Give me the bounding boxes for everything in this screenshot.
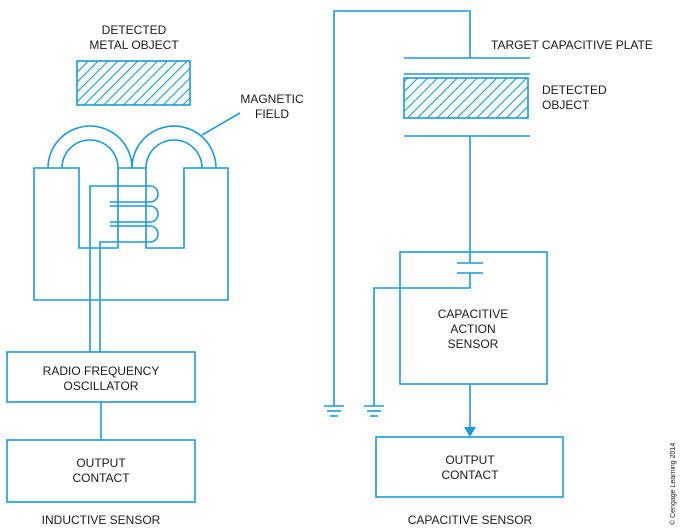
inductive-core: [33, 167, 229, 301]
detected-object-label-line2: OBJECT: [542, 98, 590, 112]
target-plate-ground-wire: [333, 10, 471, 406]
radio-frequency-oscillator-box: [6, 351, 196, 403]
magnetic-field-leader-line: [201, 112, 241, 136]
copyright-credit: © Cengage Learning 2014: [669, 443, 677, 525]
inductive-output-label-line1: OUTPUT: [76, 456, 126, 470]
inductive-sensor-caption: INDUCTIVE SENSOR: [42, 513, 161, 527]
magnetic-field-label-line1: MAGNETIC: [240, 92, 304, 106]
sensor-label-line3: SENSOR: [448, 337, 499, 351]
detected-metal-object: [76, 60, 191, 106]
ground-symbol-right: [364, 405, 384, 417]
inductive-output-contact-box: [6, 439, 196, 503]
ground-symbol-left: [324, 405, 344, 417]
detected-metal-object-label-line2: METAL OBJECT: [89, 38, 179, 52]
magnetic-field-lines: [47, 125, 217, 169]
capacitive-output-label-line2: CONTACT: [441, 468, 499, 482]
detected-object-label-line1: DETECTED: [542, 83, 607, 97]
capacitive-action-sensor-box: [399, 251, 548, 385]
capacitive-output-contact-box: [375, 436, 564, 498]
inductive-coil: [89, 185, 159, 352]
oscillator-label-line1: RADIO FREQUENCY: [43, 364, 160, 378]
sensor-label-line2: ACTION: [450, 322, 495, 336]
magnetic-field-label-line2: FIELD: [255, 107, 289, 121]
capacitive-sensor-caption: CAPACITIVE SENSOR: [408, 513, 533, 527]
sensor-to-output-arrowhead: [464, 427, 476, 437]
oscillator-label-line2: OSCILLATOR: [64, 379, 139, 393]
detected-metal-object-label-line1: DETECTED: [102, 23, 167, 37]
target-capacitive-plate-label: TARGET CAPACITIVE PLATE: [491, 38, 653, 52]
detected-object: [403, 77, 529, 119]
sensor-label-line1: CAPACITIVE: [438, 307, 508, 321]
capacitive-sensor: TARGET CAPACITIVE PLATE DETECTED OBJECT …: [324, 10, 653, 527]
inductive-sensor: DETECTED METAL OBJECT MAGNETIC FIELD RAD…: [6, 23, 304, 527]
internal-capacitor-symbol: [373, 252, 483, 406]
capacitive-output-label-line1: OUTPUT: [445, 453, 495, 467]
inductive-output-label-line2: CONTACT: [72, 471, 130, 485]
